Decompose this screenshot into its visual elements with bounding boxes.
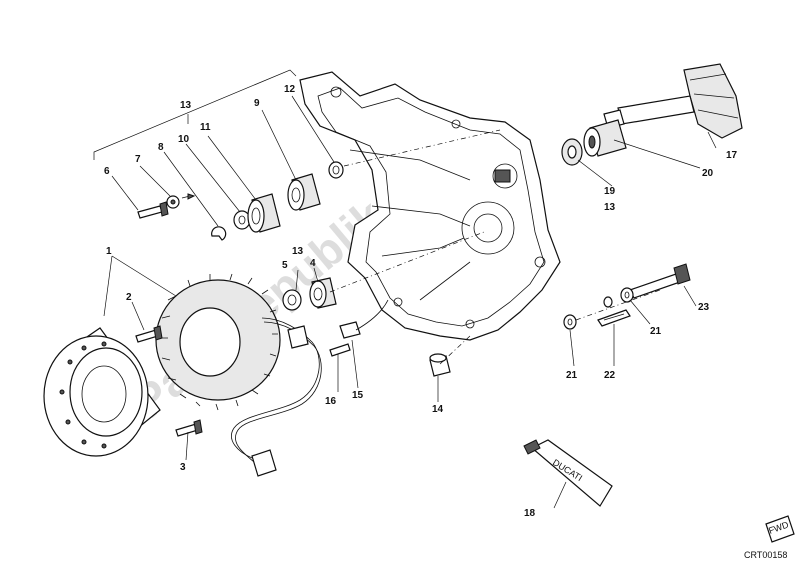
callout-13: 13 [180, 100, 192, 111]
flywheel-rotor [43, 327, 161, 457]
callout-4: 4 [310, 258, 316, 269]
callout-14: 14 [432, 404, 444, 415]
wire-clamp-screw [329, 343, 351, 357]
callout-10: 10 [178, 134, 190, 145]
callout-5: 5 [282, 260, 288, 271]
callout-8: 8 [158, 142, 164, 153]
dowel-pin [429, 353, 451, 377]
callout-23: 23 [698, 302, 710, 313]
callout-13-right: 13 [604, 202, 616, 213]
callout-18: 18 [524, 508, 536, 519]
callout-9: 9 [254, 98, 260, 109]
fwd-direction-badge: FWD [765, 515, 795, 543]
callout-3: 3 [180, 462, 186, 473]
callout-22: 22 [604, 370, 616, 381]
callout-21-left: 21 [566, 370, 578, 381]
stator-wiring [231, 317, 322, 477]
callout-13-middle: 13 [292, 246, 304, 257]
stator-screw-lower [175, 419, 203, 437]
callout-19: 19 [604, 186, 616, 197]
sealant-tube: DUCATI [523, 439, 613, 507]
callout-11: 11 [200, 122, 211, 133]
callout-21-right: 21 [650, 326, 662, 337]
alignment-lines [329, 129, 661, 365]
water-pump-impeller [603, 63, 743, 139]
callout-17: 17 [726, 150, 738, 161]
cover-gasket [597, 309, 631, 327]
bearing-assembly [137, 161, 344, 241]
callout-20: 20 [702, 168, 714, 179]
callout-15: 15 [352, 390, 364, 401]
wire-clamp [339, 299, 389, 339]
stator-screw [135, 325, 163, 343]
callout-labels: 13 6 7 8 10 11 9 12 1 2 3 5 13 4 16 15 1… [104, 84, 738, 519]
bearing-middle [282, 277, 337, 311]
callout-7: 7 [135, 154, 141, 165]
sealing-washers [563, 287, 634, 330]
leader-lines [93, 69, 717, 509]
pump-shaft-ring [561, 138, 583, 166]
generator-cover [299, 71, 561, 341]
callout-2: 2 [126, 292, 132, 303]
reference-code: CRT00158 [744, 550, 787, 560]
callout-1: 1 [106, 246, 112, 257]
cover-screw [629, 263, 691, 299]
pump-shaft-seal [583, 119, 627, 157]
callout-12: 12 [284, 84, 296, 95]
callout-6: 6 [104, 166, 110, 177]
callout-16: 16 [325, 396, 337, 407]
stator-coil [155, 273, 281, 411]
